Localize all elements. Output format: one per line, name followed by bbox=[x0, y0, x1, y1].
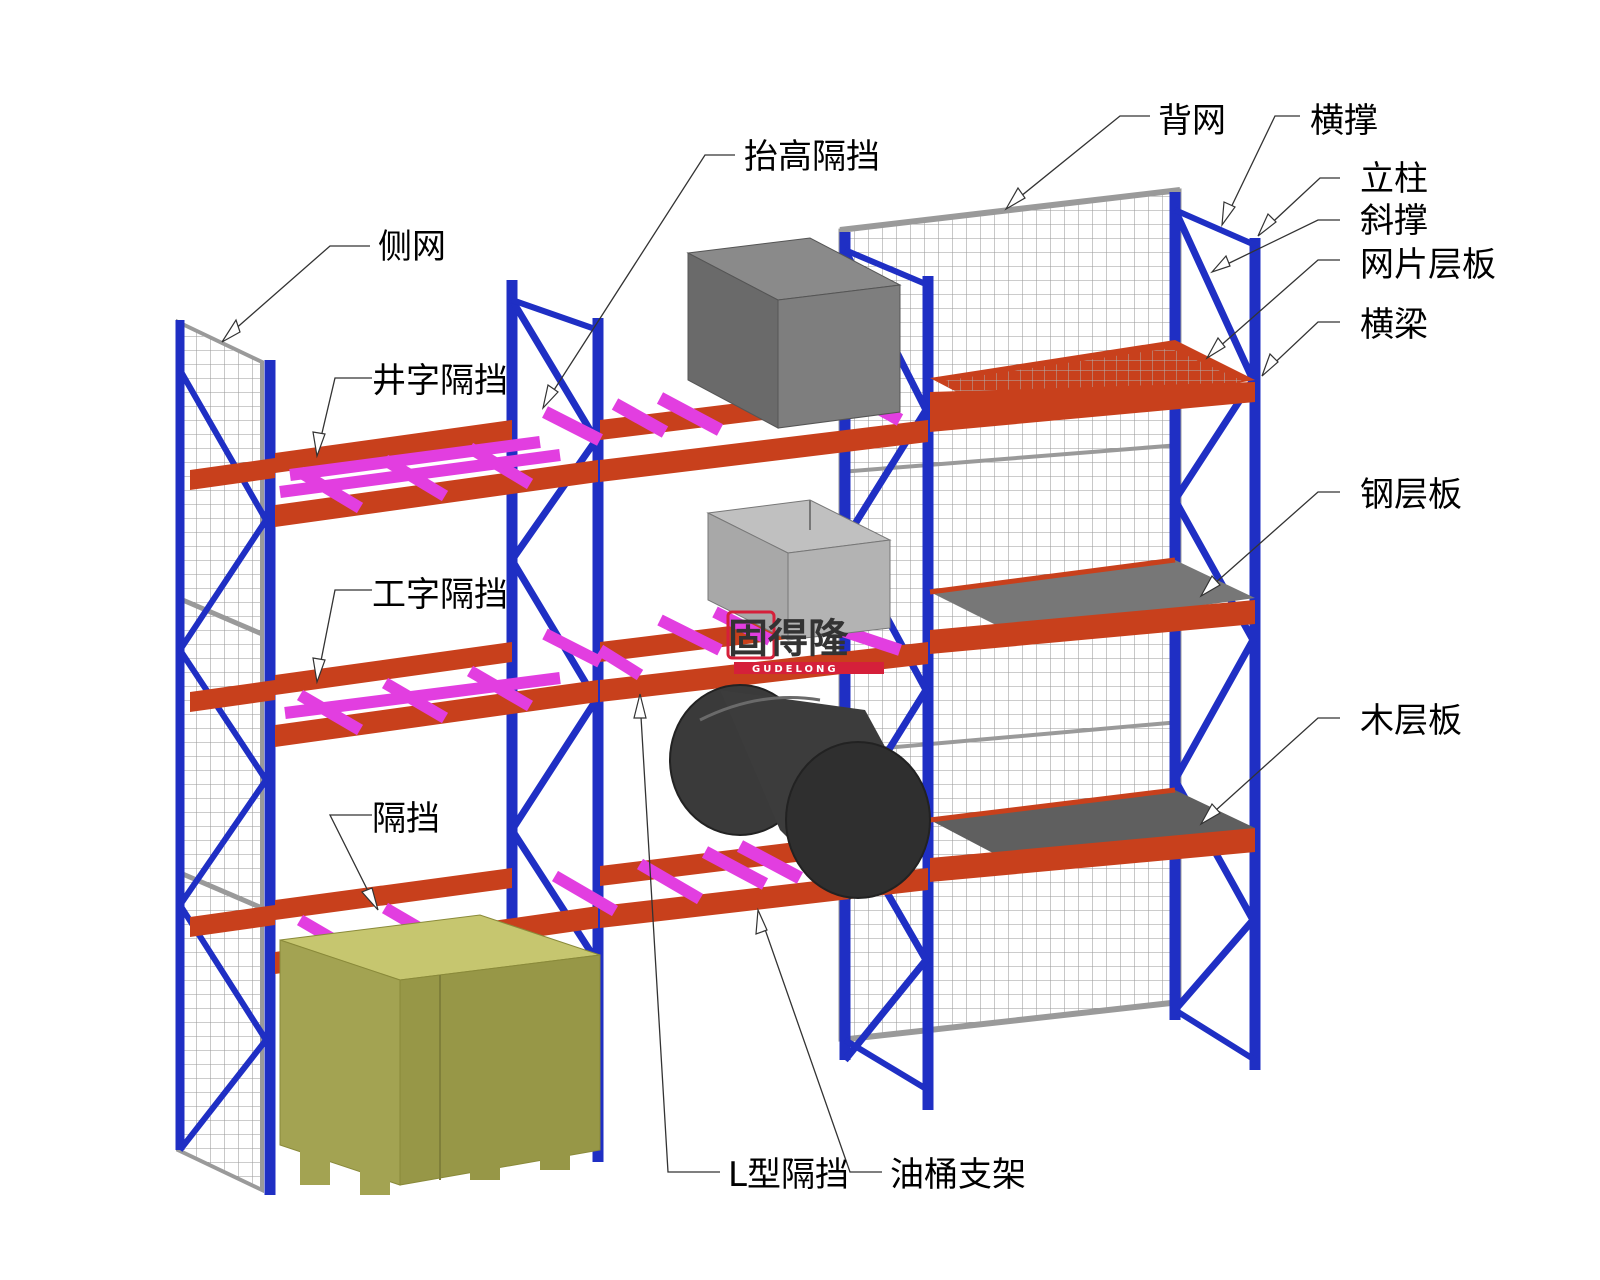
label-upright: 立柱 bbox=[1360, 159, 1428, 199]
callout-labels: 侧网 抬高隔挡 背网 横撑 立柱 斜撑 网片层板 横梁 井字隔挡 工字隔挡 钢层… bbox=[372, 101, 1496, 1195]
label-raised-divider: 抬高隔挡 bbox=[744, 137, 880, 177]
side-mesh-panel bbox=[176, 318, 264, 1194]
label-steel-deck: 钢层板 bbox=[1360, 475, 1462, 515]
label-diagonal-brace: 斜撑 bbox=[1360, 201, 1428, 241]
grey-box-top bbox=[686, 237, 902, 429]
label-beam: 横梁 bbox=[1360, 305, 1428, 345]
left-frame bbox=[175, 320, 276, 1195]
right-frame bbox=[1169, 192, 1261, 1070]
label-divider: 隔挡 bbox=[372, 799, 440, 839]
drum-support bbox=[701, 840, 804, 890]
brand-name-cn: 固得隆 bbox=[728, 616, 849, 662]
label-drum-support: 油桶支架 bbox=[890, 1155, 1026, 1195]
label-mesh-deck: 网片层板 bbox=[1360, 245, 1496, 285]
grey-bin bbox=[706, 499, 892, 641]
cross-divider bbox=[279, 436, 561, 514]
label-wood-deck: 木层板 bbox=[1360, 701, 1462, 741]
i-divider bbox=[284, 665, 561, 736]
brand-name-en: GUDELONG bbox=[752, 664, 839, 675]
oil-drum bbox=[669, 684, 931, 900]
label-side-mesh: 侧网 bbox=[378, 227, 446, 267]
label-cross-divider: 井字隔挡 bbox=[372, 361, 508, 401]
mesh-deck bbox=[930, 340, 1255, 432]
yellow-pallet-boxes bbox=[279, 914, 601, 1195]
wood-deck bbox=[929, 787, 1255, 882]
steel-deck bbox=[929, 557, 1255, 654]
label-horizontal-brace: 横撑 bbox=[1310, 101, 1378, 141]
l-divider bbox=[542, 606, 902, 681]
label-back-mesh: 背网 bbox=[1158, 101, 1226, 141]
middle-right-frame bbox=[839, 232, 934, 1110]
label-i-divider: 工字隔挡 bbox=[372, 575, 508, 615]
brand-logo: 固得隆 GUDELONG bbox=[726, 610, 884, 675]
label-l-divider: L型隔挡 bbox=[728, 1155, 849, 1195]
leader-lines bbox=[221, 115, 1340, 1173]
